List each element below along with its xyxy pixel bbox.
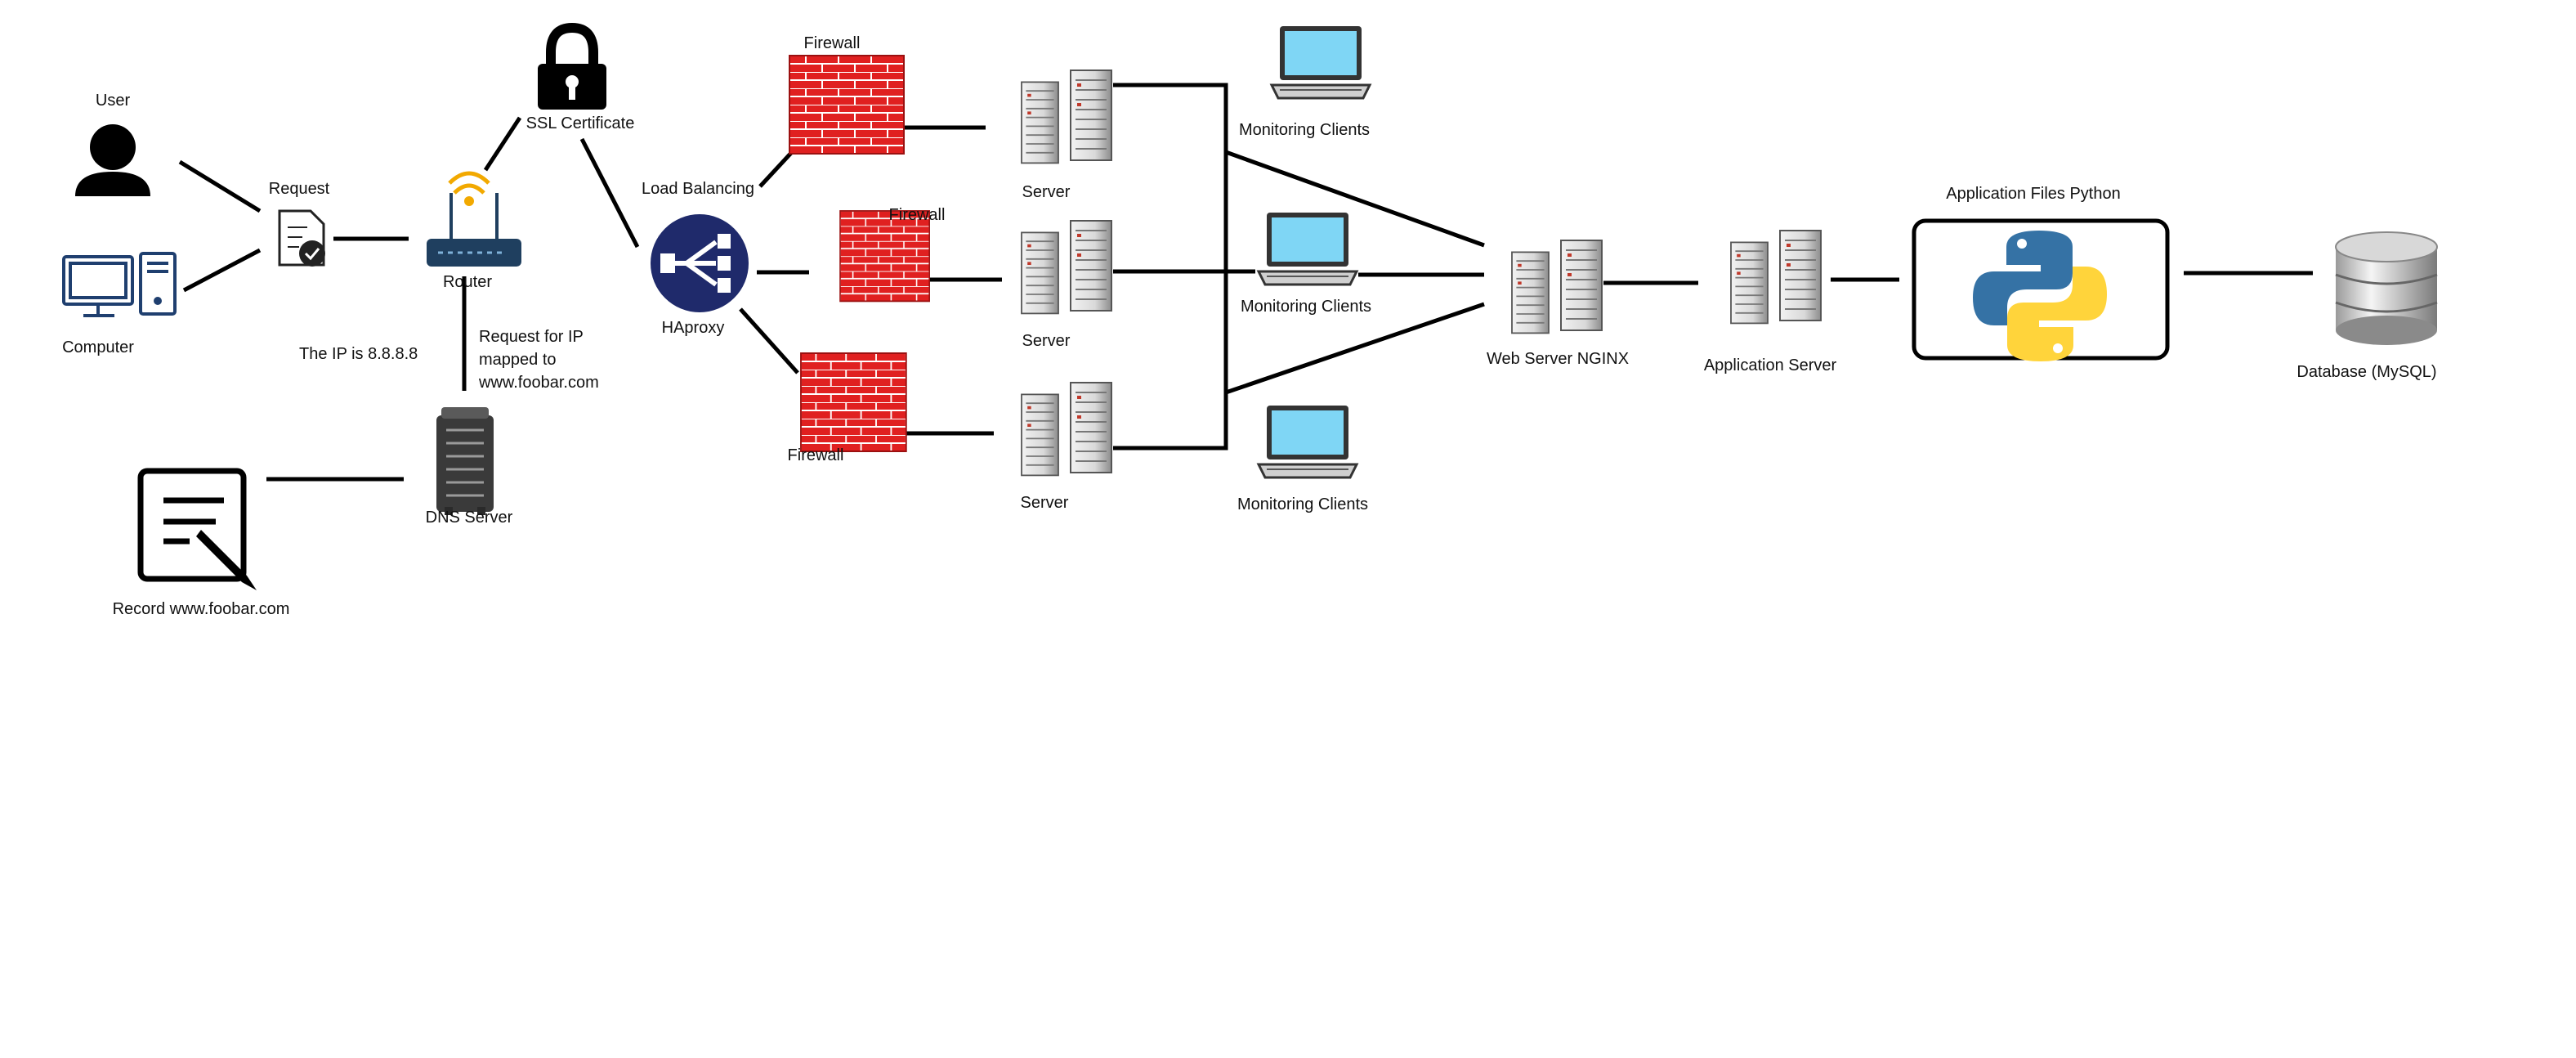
application-files-label: Application Files Python (1946, 185, 2121, 203)
monitoring-clients-middle-label: Monitoring Clients (1240, 298, 1372, 316)
firewall-bottom-label: Firewall (787, 446, 844, 464)
load-balancing-label: Load Balancing (642, 180, 754, 198)
server-middle-label: Server (1022, 332, 1071, 350)
firewall-top-icon (789, 55, 905, 155)
ssl-certificate-label: SSL Certificate (525, 114, 635, 132)
request-for-ip-label: Request for IP mapped to www.foobar.com (479, 328, 599, 392)
user-icon (75, 124, 150, 196)
user-label: User (95, 92, 131, 110)
computer-label: Computer (62, 338, 134, 356)
web-server-label: Web Server NGINX (1486, 350, 1630, 368)
server-middle-icon (1022, 221, 1111, 313)
database-icon (2335, 231, 2438, 345)
web-server-icon (1512, 240, 1602, 333)
record-document-icon (137, 468, 257, 590)
ssl-lock-icon (538, 22, 606, 110)
dns-server-label: DNS Server (425, 509, 513, 527)
computer-icon (62, 252, 177, 317)
server-bottom-label: Server (1020, 494, 1069, 512)
router-icon (427, 171, 521, 267)
dns-server-icon (436, 407, 494, 515)
server-top-label: Server (1022, 183, 1071, 201)
monitoring-clients-bottom-label: Monitoring Clients (1237, 495, 1369, 513)
firewall-top-label: Firewall (803, 34, 861, 52)
router-label: Router (442, 273, 493, 291)
ip-note-label: The IP is 8.8.8.8 (299, 345, 418, 363)
record-label: Record www.foobar.com (112, 600, 290, 618)
monitoring-laptop-bottom-icon (1257, 404, 1358, 479)
server-bottom-icon (1022, 383, 1111, 475)
firewall-bottom-icon (800, 352, 907, 452)
monitoring-laptop-middle-icon (1257, 211, 1358, 286)
haproxy-icon (651, 214, 749, 312)
server-top-icon (1022, 70, 1111, 163)
firewall-middle-label: Firewall (888, 206, 946, 224)
monitoring-laptop-top-icon (1270, 25, 1371, 100)
python-logo-icon (1973, 231, 2107, 361)
connection-lines (178, 83, 2313, 482)
request-document-icon (278, 209, 325, 267)
database-label: Database (MySQL) (2296, 363, 2437, 381)
haproxy-label: HAproxy (661, 319, 725, 337)
request-label: Request (268, 180, 330, 198)
application-server-label: Application Server (1703, 356, 1837, 374)
monitoring-clients-top-label: Monitoring Clients (1238, 121, 1371, 139)
application-server-icon (1731, 231, 1821, 323)
